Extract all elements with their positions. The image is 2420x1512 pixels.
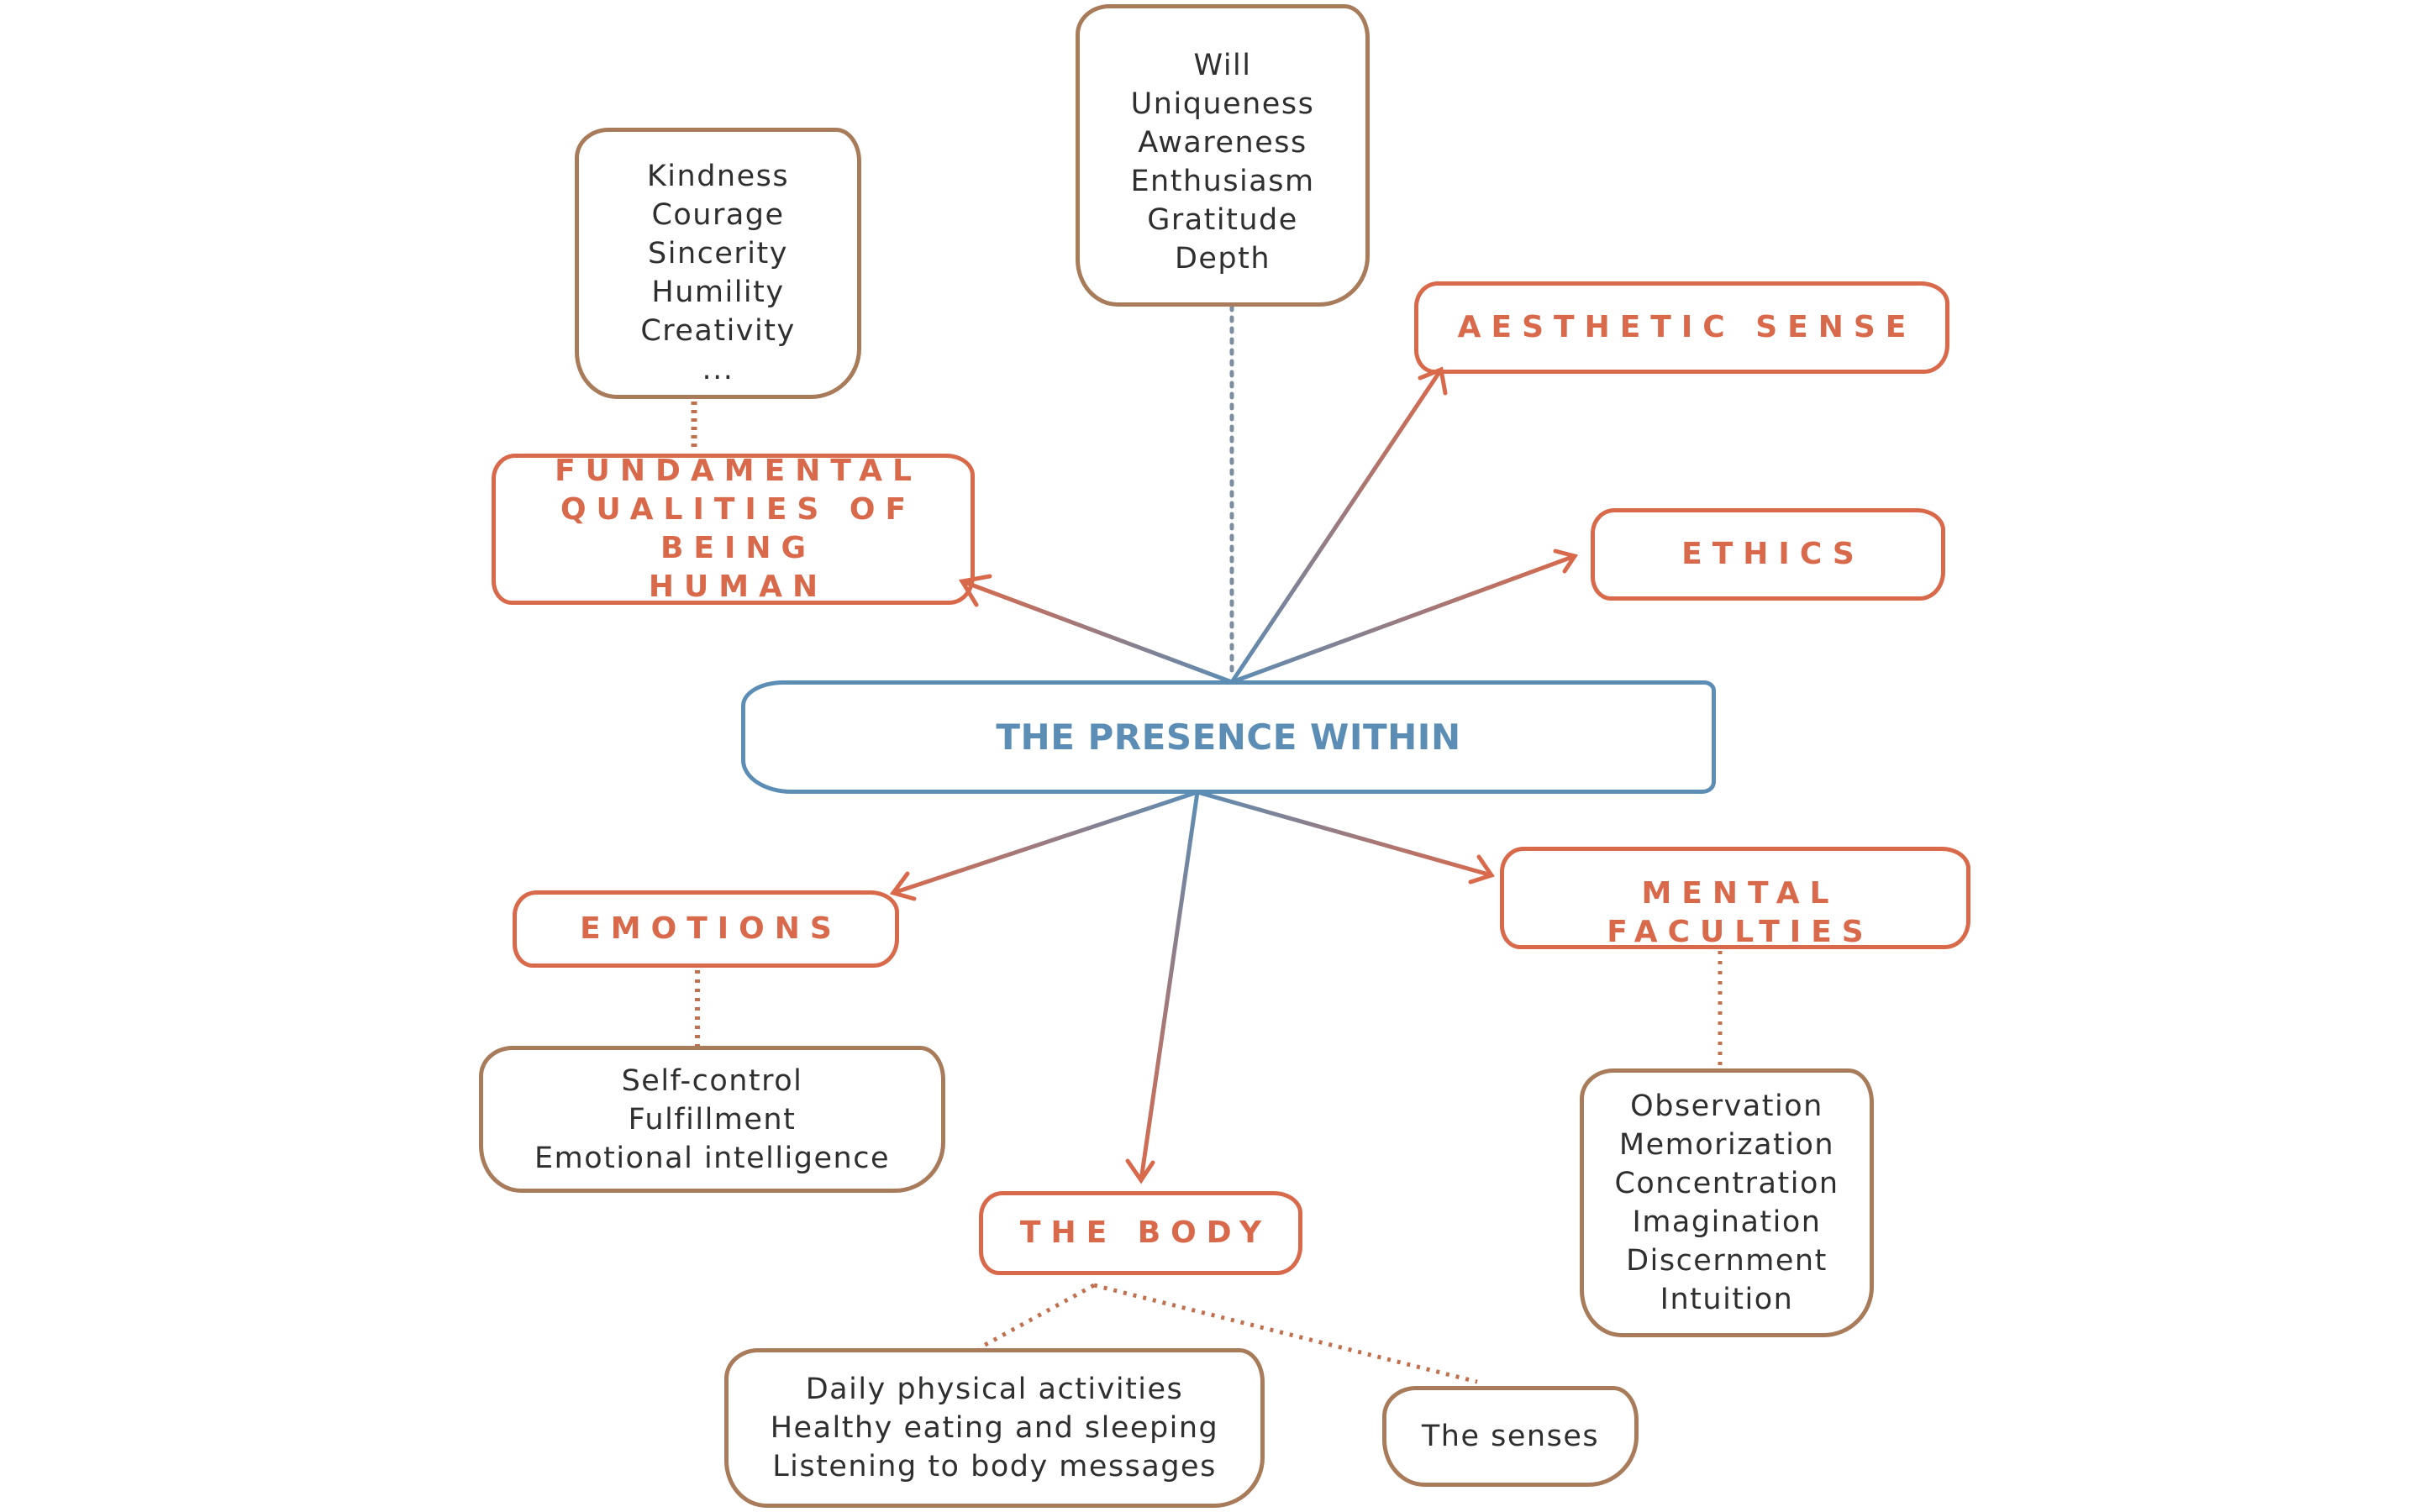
list-item: Awareness — [1138, 126, 1307, 160]
list-item: Memorization — [1618, 1128, 1835, 1162]
body-habits-box: Daily physical activities Healthy eating… — [724, 1348, 1265, 1508]
central-node: THE PRESENCE WITHIN — [741, 680, 1716, 794]
category-fundamental-qualities: FUNDAMENTAL QUALITIES OF BEING HUMAN — [492, 454, 975, 605]
arrow-to-mental — [1195, 790, 1495, 885]
category-label: AESTHETIC SENSE — [1457, 310, 1917, 344]
arrow-to-emotions — [889, 790, 1200, 901]
list-item: Concentration — [1614, 1167, 1839, 1200]
list-item: ... — [702, 353, 734, 386]
list-item: Gratitude — [1147, 203, 1298, 237]
list-item: Healthy eating and sleeping — [770, 1411, 1219, 1445]
list-item: Observation — [1630, 1089, 1823, 1123]
category-label: MENTAL FACULTIES — [1607, 876, 1874, 949]
category-ethics: ETHICS — [1591, 508, 1945, 601]
category-label: ETHICS — [1681, 537, 1865, 571]
list-item: The senses — [1421, 1420, 1600, 1453]
body-senses-box: The senses — [1382, 1386, 1639, 1487]
arrow-to-ethics — [1229, 549, 1579, 685]
dotted-link-body-habits — [977, 1283, 1096, 1351]
emotions-details-box: Self-control Fulfillment Emotional intel… — [479, 1046, 945, 1193]
category-label: THE BODY — [1019, 1215, 1272, 1250]
category-label: FUNDAMENTAL — [555, 454, 922, 488]
category-mental-faculties: MENTAL FACULTIES — [1500, 847, 1970, 949]
category-aesthetic-sense: AESTHETIC SENSE — [1414, 281, 1949, 374]
list-item: Self-control — [621, 1063, 803, 1098]
list-item: Imagination — [1632, 1205, 1822, 1239]
category-label: HUMAN — [648, 570, 829, 604]
list-item: Sincerity — [648, 237, 788, 270]
list-item: Depth — [1174, 242, 1271, 276]
list-item: Listening to body messages — [772, 1450, 1217, 1483]
list-item: Uniqueness — [1130, 87, 1315, 121]
category-emotions: EMOTIONS — [513, 890, 899, 968]
list-item: Kindness — [646, 160, 790, 193]
list-item: Emotional intelligence — [534, 1141, 890, 1175]
arrow-to-body — [1125, 790, 1200, 1184]
list-item: Creativity — [640, 314, 796, 348]
list-item: Courage — [651, 198, 785, 232]
list-item: Will — [1193, 49, 1252, 82]
list-item: Enthusiasm — [1130, 165, 1315, 198]
list-item: Discernment — [1626, 1244, 1828, 1278]
central-node-label: THE PRESENCE WITHIN — [996, 717, 1461, 758]
category-label: EMOTIONS — [580, 911, 842, 946]
list-item: Daily physical activities — [805, 1373, 1184, 1406]
list-item: Fulfillment — [628, 1102, 797, 1137]
fundamental-qualities-box: Kindness Courage Sincerity Humility Crea… — [575, 128, 861, 399]
core-qualities-box: Will Uniqueness Awareness Enthusiasm Gra… — [1076, 4, 1370, 307]
category-label: QUALITIES OF BEING — [560, 492, 917, 565]
list-item: Humility — [651, 276, 785, 309]
category-the-body: THE BODY — [979, 1191, 1302, 1275]
arrow-to-fundamental — [958, 574, 1234, 685]
mental-faculties-details-box: Observation Memorization Concentration I… — [1580, 1068, 1874, 1337]
arrow-to-aesthetic — [1229, 366, 1448, 685]
list-item: Intuition — [1660, 1283, 1794, 1316]
